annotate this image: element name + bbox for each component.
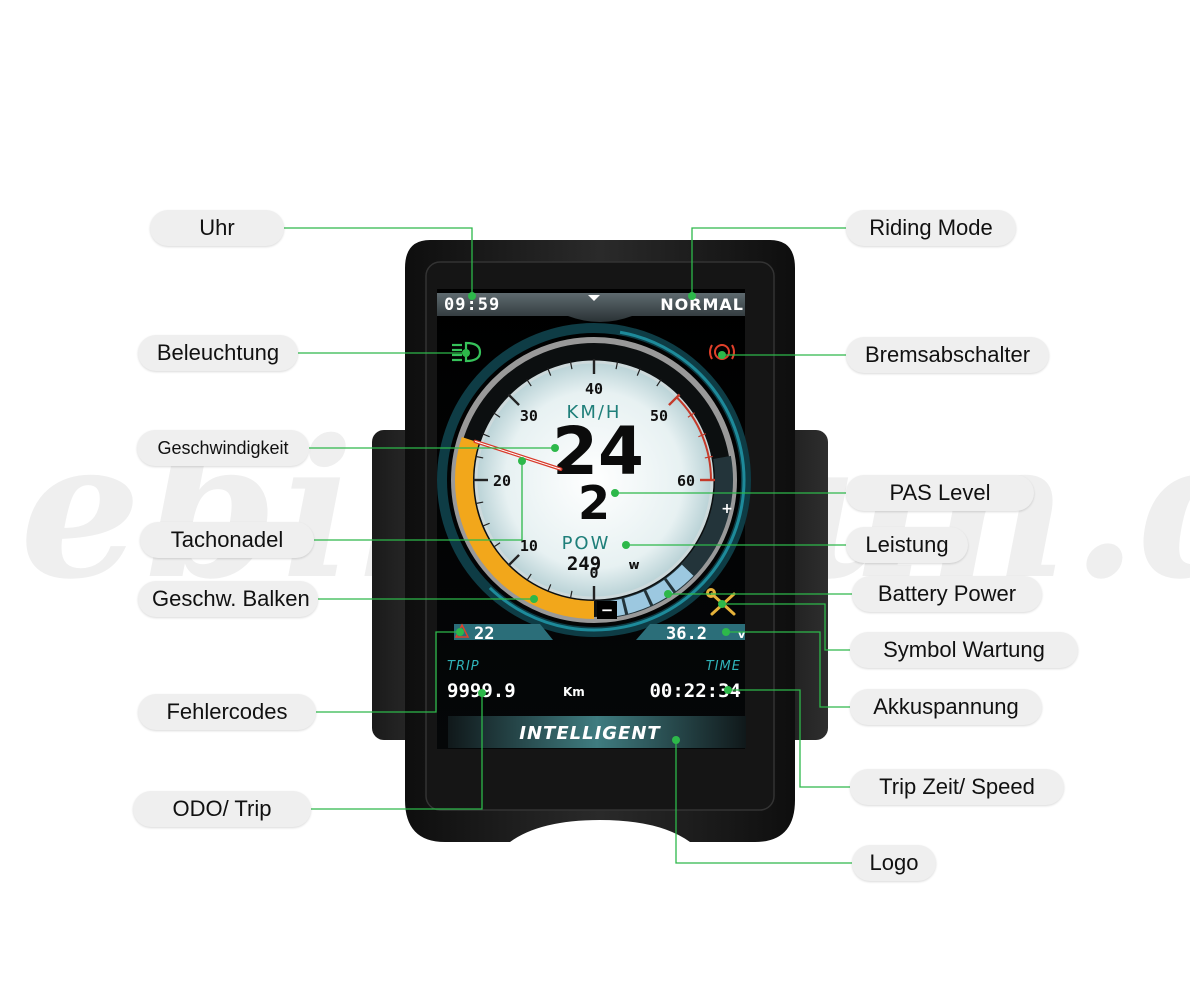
scale-tick [507, 393, 520, 406]
leader-odo-trip [311, 693, 483, 810]
callout-battery-power: Battery Power [852, 576, 1042, 612]
scale-tick [481, 433, 490, 438]
callout-fehlercodes: Fehlercodes [138, 694, 316, 730]
leader-dot-logo [672, 736, 680, 744]
leader-trip-zeit [728, 689, 850, 788]
scale-tick [569, 361, 573, 370]
battery-plus-sign: + [721, 501, 733, 517]
leader-tachonadel [314, 461, 523, 541]
scale-label: 40 [585, 380, 603, 398]
leader-dot-geschw-balken [530, 595, 538, 603]
speedometer: 0 10 20 30 40 50 60 KM/H 24 2 POW 249 w [437, 323, 751, 637]
scale-tick [636, 367, 641, 376]
riding-mode: NORMAL [660, 295, 744, 314]
leader-logo [675, 740, 852, 864]
leader-uhr [284, 227, 473, 296]
battery-voltage: 36.2 [666, 624, 707, 644]
callout-symbol-wartung: Symbol Wartung [850, 632, 1078, 668]
callout-geschwindigkeit: Geschwindigkeit [137, 430, 309, 466]
speed-value: 24 [552, 413, 644, 490]
speed-bar [455, 437, 595, 619]
menu-indicator-icon [588, 295, 600, 301]
leader-dot-geschwindigkeit [551, 444, 559, 452]
power-label: POW [562, 533, 611, 554]
leader-dot-leistung [622, 541, 630, 549]
scale-label: 0 [589, 564, 598, 582]
leader-lines [284, 227, 852, 864]
scale-tick [656, 379, 662, 387]
leader-dot-beleuchtung [462, 349, 470, 357]
leader-dot-tachonadel [518, 457, 526, 465]
power-unit: w [628, 558, 639, 572]
callout-bremsabschalter: Bremsabschalter [846, 337, 1049, 373]
trip-label: TRIP [447, 659, 480, 674]
leader-fehlercodes [316, 631, 460, 713]
leader-dot-bremsabschalter [718, 351, 726, 359]
headlight-icon [452, 341, 482, 363]
logo-band [448, 716, 746, 748]
speed-unit: KM/H [567, 402, 622, 423]
battery-minus-box [597, 601, 617, 619]
leader-dot-odo-trip [478, 689, 486, 697]
scale-tick [547, 367, 552, 376]
scale-tick [493, 542, 501, 548]
leader-dot-symbol-wartung [718, 600, 726, 608]
callout-pas-level: PAS Level [846, 475, 1034, 511]
leader-dot-fehlercodes [456, 628, 464, 636]
scale-label: 50 [650, 407, 668, 425]
callout-tachonadel: Tachonadel [140, 522, 314, 558]
leader-dot-battery-power [664, 590, 672, 598]
scale-tick [507, 554, 520, 567]
scale-tick [547, 584, 552, 593]
pas-level: 2 [578, 476, 610, 530]
leader-dot-trip-zeit [724, 686, 732, 694]
leader-symbol-wartung [722, 603, 850, 651]
scale-label: 30 [520, 407, 538, 425]
leader-dot-pas-level [611, 489, 619, 497]
speed-needle-highlight [474, 440, 561, 470]
scale-tick [569, 590, 573, 599]
voltage-unit: v [738, 628, 746, 641]
time-label: TIME [706, 659, 741, 674]
leader-dot-riding-mode [688, 292, 696, 300]
callout-geschw-balken: Geschw. Balken [138, 581, 318, 617]
scale-tick [668, 393, 681, 406]
callout-beleuchtung: Beleuchtung [138, 335, 298, 371]
odometer-unit: Km [563, 685, 585, 699]
scale-tick [475, 455, 484, 459]
callout-odo-trip: ODO/ Trip [133, 791, 311, 827]
error-code: 22 [474, 624, 494, 644]
leader-dot-akkuspannung [722, 628, 730, 636]
scale-tick [526, 379, 532, 387]
leader-akkuspannung [726, 631, 850, 708]
scale-label: 20 [493, 472, 511, 490]
callout-uhr: Uhr [150, 210, 284, 246]
error-code-plate [454, 624, 553, 640]
scale-tick [481, 522, 490, 527]
scale-label: 10 [520, 537, 538, 555]
scale-tick [493, 412, 501, 418]
scale-label: 60 [677, 472, 695, 490]
trip-time: 00:22:34 [649, 680, 741, 702]
status-band [437, 293, 745, 322]
logo-text: INTELLIGENT [519, 723, 661, 744]
voltage-plate [636, 624, 745, 640]
scale-tick [475, 501, 484, 505]
clock: 09:59 [444, 295, 500, 315]
leader-riding-mode [691, 227, 846, 296]
callout-akkuspannung: Akkuspannung [850, 689, 1042, 725]
scale-tick [615, 361, 619, 370]
leader-dot-uhr [468, 292, 476, 300]
scale-tick [526, 573, 532, 581]
callout-riding-mode: Riding Mode [846, 210, 1016, 246]
callout-leistung: Leistung [846, 527, 968, 563]
power-value: 249 [567, 553, 601, 575]
battery-minus-sign: − [601, 601, 614, 619]
callout-logo: Logo [852, 845, 936, 881]
redline-arc [676, 396, 712, 481]
callout-trip-zeit: Trip Zeit/ Speed [850, 769, 1064, 805]
